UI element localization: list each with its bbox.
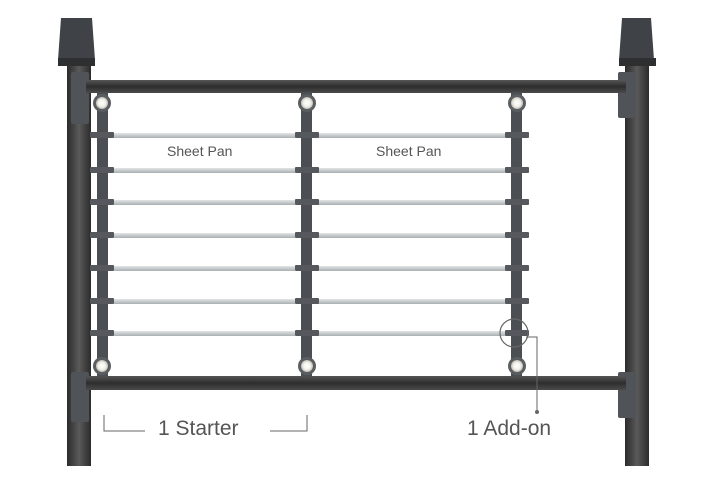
- sheet-pan-label-right: Sheet Pan: [376, 143, 442, 159]
- pan-slide: [114, 266, 295, 271]
- pan-slides: [90, 132, 529, 336]
- cap-icon: [96, 97, 108, 109]
- sheet-pan-label-left: Sheet Pan: [167, 143, 233, 159]
- rail-tab: [505, 265, 529, 271]
- cap-icon: [511, 360, 523, 372]
- addon-label: 1 Add-on: [467, 417, 552, 440]
- starter-label: 1 Starter: [158, 417, 239, 440]
- left-post: [58, 18, 95, 466]
- rail-tab: [90, 232, 114, 238]
- rail-tab: [505, 132, 529, 138]
- rail-tab: [295, 132, 319, 138]
- cap-icon: [301, 97, 313, 109]
- rail-tab: [90, 132, 114, 138]
- pan-slide: [114, 168, 295, 173]
- rail-tab: [295, 298, 319, 304]
- starter-bracket: [103, 415, 308, 432]
- rail-caps: [93, 94, 526, 375]
- rail-tab: [90, 167, 114, 173]
- rail-tab: [90, 199, 114, 205]
- pan-slide: [318, 331, 505, 336]
- addon-leader-dot: [535, 410, 539, 414]
- pan-slide: [114, 299, 295, 304]
- top-beam: [86, 80, 626, 93]
- pan-slide: [114, 331, 295, 336]
- rail-tab: [505, 330, 529, 336]
- rail-tab: [90, 330, 114, 336]
- rail-tab: [295, 232, 319, 238]
- addon-leader: [526, 336, 538, 412]
- pan-slide: [114, 133, 295, 138]
- pan-slide: [318, 200, 505, 205]
- cap-icon: [511, 97, 523, 109]
- pan-slide: [318, 299, 505, 304]
- rail-tab: [295, 265, 319, 271]
- cap-icon: [96, 360, 108, 372]
- pan-slide: [318, 233, 505, 238]
- bottom-beam: [86, 376, 626, 390]
- pan-slide: [318, 266, 505, 271]
- pan-slide: [114, 200, 295, 205]
- rail-tab: [90, 298, 114, 304]
- rail-tab: [505, 167, 529, 173]
- pan-slide: [318, 168, 505, 173]
- pan-slide: [318, 133, 505, 138]
- pan-slide: [114, 233, 295, 238]
- rail-tab: [90, 265, 114, 271]
- rail-tab: [295, 199, 319, 205]
- addon-highlight: [499, 318, 529, 348]
- rail-tab: [295, 167, 319, 173]
- rail-tab: [505, 232, 529, 238]
- cap-icon: [301, 360, 313, 372]
- rail-tab: [505, 298, 529, 304]
- rail-tab: [505, 199, 529, 205]
- rail-tab: [295, 330, 319, 336]
